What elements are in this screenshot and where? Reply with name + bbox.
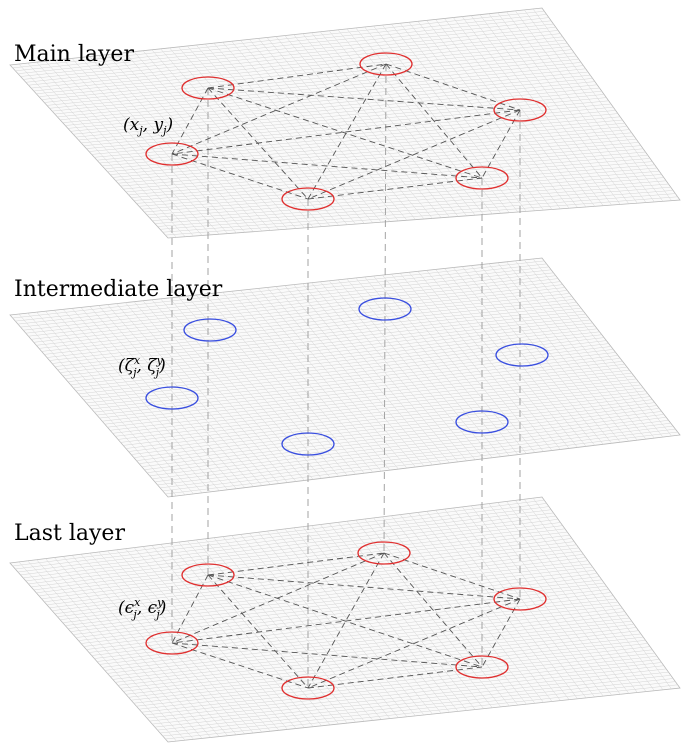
main-layer-label: Main layer <box>14 42 134 67</box>
main-node-label: (xj, yj) <box>123 115 173 137</box>
graph-edge <box>171 642 483 668</box>
graph-edge <box>383 552 521 600</box>
svg-text:(xj, yj): (xj, yj) <box>123 115 173 137</box>
graph-edge <box>207 87 483 179</box>
graph-edge <box>307 63 387 200</box>
intermediate-layer-label: Intermediate layer <box>14 277 223 302</box>
graph-edge <box>207 574 309 689</box>
intermediate-layer-node <box>281 432 335 456</box>
graph-edge <box>307 109 521 200</box>
graph-edge <box>171 109 521 155</box>
main-layer-node <box>181 76 235 100</box>
vertical-connectors <box>171 63 521 688</box>
intermediate-layer-node <box>495 343 549 367</box>
graph-edge <box>307 552 385 689</box>
layer-planes <box>9 7 681 743</box>
main-layer-node <box>493 98 547 122</box>
main-layer-plane <box>9 7 681 239</box>
graph-edge <box>171 552 385 644</box>
graph-edge <box>383 552 483 668</box>
main-layer-node <box>281 187 335 211</box>
graph-edge <box>385 63 521 111</box>
last-layer-node <box>357 541 411 565</box>
intermediate-layer-plane <box>9 257 681 498</box>
main-layer-node <box>359 52 413 76</box>
intermediate-layer-node <box>183 318 237 342</box>
last-layer-node <box>145 631 199 655</box>
svg-text:(ϵxj, ϵyj): (ϵxj, ϵyj) <box>118 596 166 621</box>
graph-edge <box>307 598 521 689</box>
graph-edge <box>171 642 309 689</box>
graph-edge <box>171 63 387 155</box>
last-layer-node <box>455 655 509 679</box>
last-layer-plane <box>9 496 681 743</box>
graph-edge <box>207 574 483 668</box>
main-layer-node <box>455 166 509 190</box>
graph-edge <box>171 598 521 644</box>
vertical-connector <box>383 63 387 554</box>
intermediate-layer-node <box>358 297 412 321</box>
graph-edge <box>207 87 521 111</box>
graph-edge <box>171 153 309 200</box>
graph-edge <box>171 153 483 179</box>
last-layer-node <box>493 587 547 611</box>
last-layer-node <box>281 676 335 700</box>
last-layer-node <box>181 563 235 587</box>
graph-nodes <box>145 52 549 700</box>
svg-text:(ζxj, ζyj): (ζxj, ζyj) <box>118 354 166 379</box>
intermediate-layer-node <box>145 386 199 410</box>
main-layer-node <box>145 142 199 166</box>
graph-edge <box>207 574 521 600</box>
last-layer-label: Last layer <box>14 521 125 546</box>
intermediate-layer-node <box>455 410 509 434</box>
graph-edge <box>385 63 483 179</box>
